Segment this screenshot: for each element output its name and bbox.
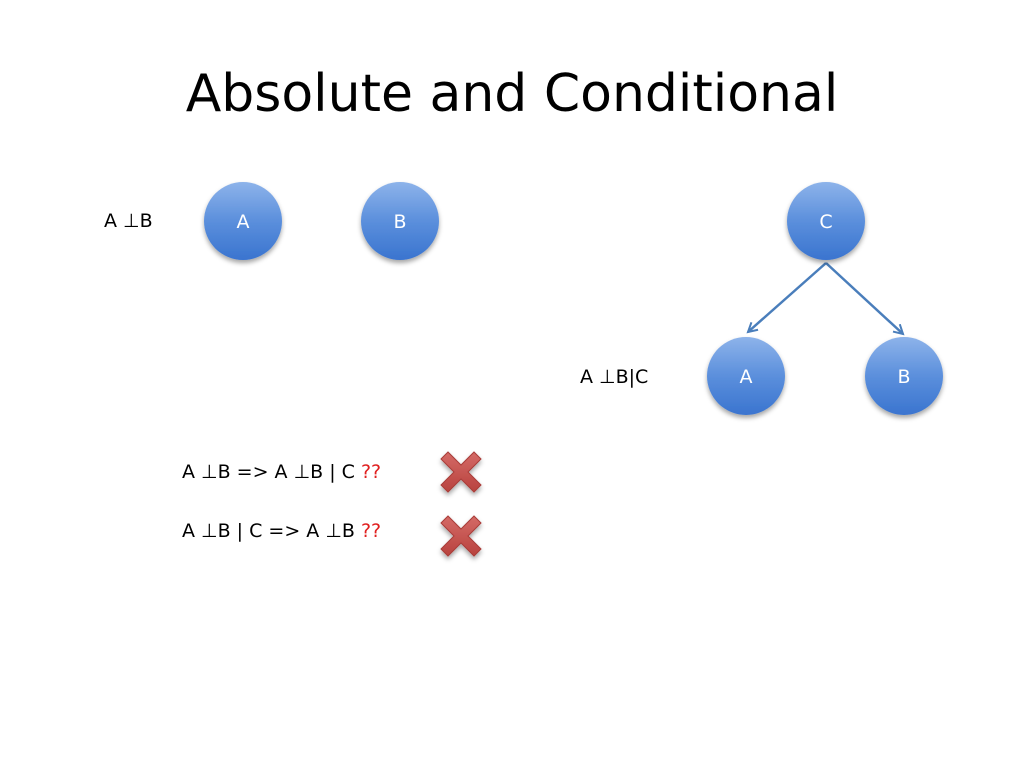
- cross-icon: [440, 451, 482, 493]
- statement-1: A ⊥B => A ⊥B | C ??: [182, 460, 381, 484]
- statement-2: A ⊥B | C => A ⊥B ??: [182, 519, 381, 543]
- edge-c-to-b: [825, 262, 903, 334]
- node-c-right: C: [787, 182, 865, 260]
- statement-2-text: A ⊥B | C => A ⊥B: [182, 520, 361, 542]
- relation-conditional-label: A ⊥B|C: [580, 366, 649, 388]
- slide-title: Absolute and Conditional: [185, 64, 839, 124]
- statement-1-question: ??: [360, 461, 382, 483]
- cross-icon: [440, 515, 482, 557]
- node-a-left-label: A: [237, 211, 250, 233]
- node-b-left: B: [361, 182, 439, 260]
- node-a-right: A: [707, 337, 785, 415]
- node-b-left-label: B: [393, 211, 406, 233]
- statement-2-question: ??: [360, 520, 382, 542]
- statement-1-text: A ⊥B => A ⊥B | C: [182, 461, 361, 483]
- node-b-right: B: [865, 337, 943, 415]
- relation-absolute-label: A ⊥B: [104, 210, 153, 232]
- node-b-right-label: B: [897, 366, 910, 388]
- node-a-left: A: [204, 182, 282, 260]
- node-a-right-label: A: [740, 366, 753, 388]
- node-c-right-label: C: [819, 211, 832, 233]
- edge-c-to-a: [748, 262, 827, 332]
